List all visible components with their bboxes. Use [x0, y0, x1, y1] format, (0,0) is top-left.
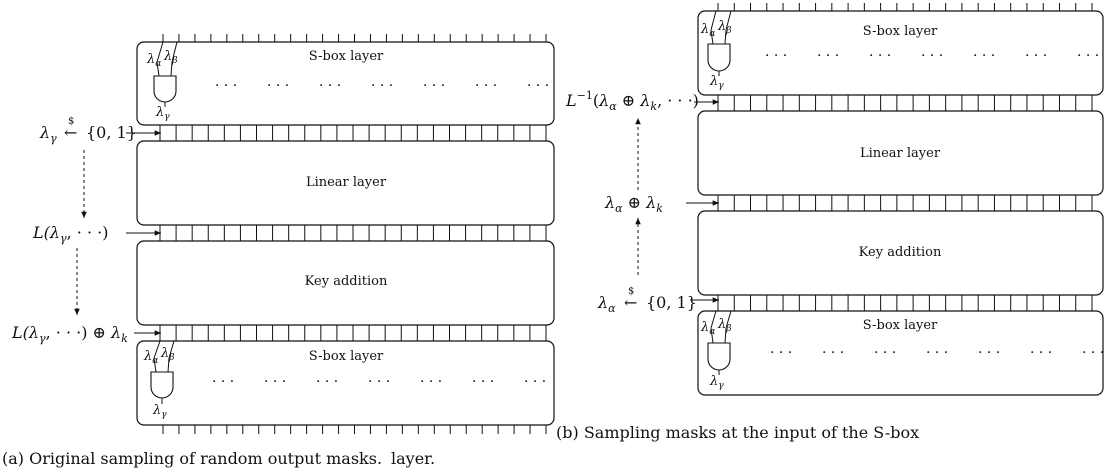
svg-text:L−1(λα ⊕ λk, · · ·): L−1(λα ⊕ λk, · · ·)	[565, 89, 699, 113]
ellipsis-dots: · · ·	[316, 374, 338, 390]
diagram-a: S-box layer λα λβ λγ · · ·· · ·· · ·· · …	[11, 34, 555, 434]
gate-a-bottom-gamma: λγ	[152, 403, 167, 420]
svg-text:λγ: λγ	[39, 123, 57, 145]
caption-b-line2: layer.	[391, 449, 436, 468]
and-gate-a-top: λα λβ λγ	[146, 41, 178, 122]
gate-b-bottom-gamma: λγ	[709, 374, 724, 391]
ticks-b-top	[717, 3, 1093, 11]
svg-text:λα ⊕ λk: λα ⊕ λk	[604, 193, 663, 215]
ellipsis-dots: · · ·	[368, 374, 390, 390]
svg-text:{0, 1}: {0, 1}	[86, 123, 137, 142]
ellipsis-dots: · · ·	[319, 78, 341, 94]
sbox-layer-bottom-b: S-box layer λα λβ λγ · · ·· · ·· · ·· · …	[697, 310, 1104, 396]
register-a-2	[175, 225, 531, 241]
svg-text:{0, 1}: {0, 1}	[646, 293, 697, 312]
register-b-2	[733, 195, 1077, 211]
sbox-layer-bottom-a: S-box layer λα λβ λγ · · ·· · ·· · ·· · …	[136, 340, 555, 434]
linear-a-title: Linear layer	[306, 175, 387, 190]
ellipsis-dots: · · ·	[371, 78, 393, 94]
ellipsis-dots: · · ·	[524, 374, 546, 390]
key-b-title: Key addition	[859, 245, 942, 260]
svg-text:λα: λα	[597, 293, 616, 315]
after-key-label-a: L(λγ, · · ·) ⊕ λk	[11, 323, 161, 345]
key-addition-a: Key addition	[136, 240, 555, 326]
sbox-layer-top-a: S-box layer λα λβ λγ · · ·· · ·· · ·· · …	[136, 34, 555, 126]
ellipsis-dots: · · ·	[475, 78, 497, 94]
sbox-top-a-title: S-box layer	[309, 49, 384, 64]
ellipsis-dots: · · ·	[926, 345, 948, 361]
dots-b-bottom: · · · · · · · · · · · · · · · · · · · · ·	[770, 345, 1104, 361]
ellipsis-dots: · · ·	[978, 345, 1000, 361]
gate-a-top-gamma: λγ	[155, 105, 170, 122]
svg-text:$: $	[628, 286, 634, 297]
svg-text:$: $	[68, 116, 74, 127]
gate-a-bottom-beta: λβ	[160, 346, 174, 363]
ellipsis-dots: · · ·	[1077, 48, 1099, 64]
key-a-title: Key addition	[305, 274, 388, 289]
linear-layer-b: Linear layer	[697, 110, 1104, 196]
sbox-layer-top-b: S-box layer λα λβ λγ · · ·· · ·· · ·· · …	[697, 3, 1104, 96]
ellipsis-dots: · · ·	[817, 48, 839, 64]
ellipsis-dots: · · ·	[822, 345, 844, 361]
gate-b-top-beta: λβ	[717, 19, 731, 36]
ellipsis-dots: · · ·	[472, 374, 494, 390]
svg-text:L(λγ, · · ·) ⊕ λk: L(λγ, · · ·) ⊕ λk	[11, 323, 128, 345]
gate-a-bottom-alpha: λα	[143, 349, 158, 366]
after-key-label-b: λα ⊕ λk	[604, 193, 719, 215]
sbox-bottom-b-title: S-box layer	[863, 318, 938, 333]
inverse-label-b: L−1(λα ⊕ λk, · · ·)	[565, 89, 719, 113]
ellipsis-dots: · · ·	[420, 374, 442, 390]
register-b-1	[733, 95, 1077, 111]
sample-label-b: λα ← $ {0, 1}	[597, 286, 719, 315]
ellipsis-dots: · · ·	[921, 48, 943, 64]
sample-label-a: λγ ← $ {0, 1}	[39, 116, 161, 145]
sbox-top-b-title: S-box layer	[863, 24, 938, 39]
ticks-a-bottom	[162, 425, 547, 434]
ellipsis-dots: · · ·	[1030, 345, 1052, 361]
caption-b-line1: (b) Sampling masks at the input of the S…	[556, 423, 920, 442]
gate-b-top-alpha: λα	[700, 22, 715, 39]
ellipsis-dots: · · ·	[212, 374, 234, 390]
gate-a-top-beta: λβ	[163, 49, 177, 66]
svg-text:L(λγ, · · ·): L(λγ, · · ·)	[32, 223, 108, 245]
ticks-a-top	[162, 34, 547, 42]
dots-b-top: · · · · · · · · · · · · · · · · · · · · ·	[765, 48, 1099, 64]
ellipsis-dots: · · ·	[765, 48, 787, 64]
dots-a-top: · · · · · · · · · · · · · · · · · · · · ·	[215, 78, 549, 94]
ellipsis-dots: · · ·	[264, 374, 286, 390]
caption-a: (a) Original sampling of random output m…	[2, 449, 383, 468]
linear-b-title: Linear layer	[860, 146, 941, 161]
svg-text:←: ←	[64, 123, 77, 142]
ellipsis-dots: · · ·	[215, 78, 237, 94]
gate-b-bottom-alpha: λα	[700, 320, 715, 337]
and-gate-b-bottom: λα λβ λγ	[700, 310, 732, 391]
dots-a-bottom: · · · · · · · · · · · · · · · · · · · · ·	[212, 374, 546, 390]
gate-a-top-alpha: λα	[146, 52, 161, 69]
ellipsis-dots: · · ·	[973, 48, 995, 64]
and-gate-b-top: λα λβ λγ	[700, 10, 732, 91]
diagram-b: S-box layer λα λβ λγ · · ·· · ·· · ·· · …	[565, 3, 1104, 396]
sbox-bottom-a-title: S-box layer	[309, 349, 384, 364]
ellipsis-dots: · · ·	[869, 48, 891, 64]
register-a-3	[175, 325, 531, 341]
ellipsis-dots: · · ·	[267, 78, 289, 94]
ellipsis-dots: · · ·	[527, 78, 549, 94]
register-b-3	[733, 295, 1077, 311]
ellipsis-dots: · · ·	[770, 345, 792, 361]
after-linear-label-a: L(λγ, · · ·)	[32, 223, 161, 245]
register-a-1	[175, 125, 531, 141]
ellipsis-dots: · · ·	[1082, 345, 1104, 361]
gate-b-top-gamma: λγ	[709, 74, 724, 91]
ellipsis-dots: · · ·	[423, 78, 445, 94]
linear-layer-a: Linear layer	[136, 140, 555, 226]
and-gate-a-bottom: λα λβ λγ	[143, 340, 175, 420]
gate-b-bottom-beta: λβ	[717, 317, 731, 334]
ellipsis-dots: · · ·	[874, 345, 896, 361]
svg-text:←: ←	[624, 293, 637, 312]
ellipsis-dots: · · ·	[1025, 48, 1047, 64]
key-addition-b: Key addition	[697, 210, 1104, 296]
